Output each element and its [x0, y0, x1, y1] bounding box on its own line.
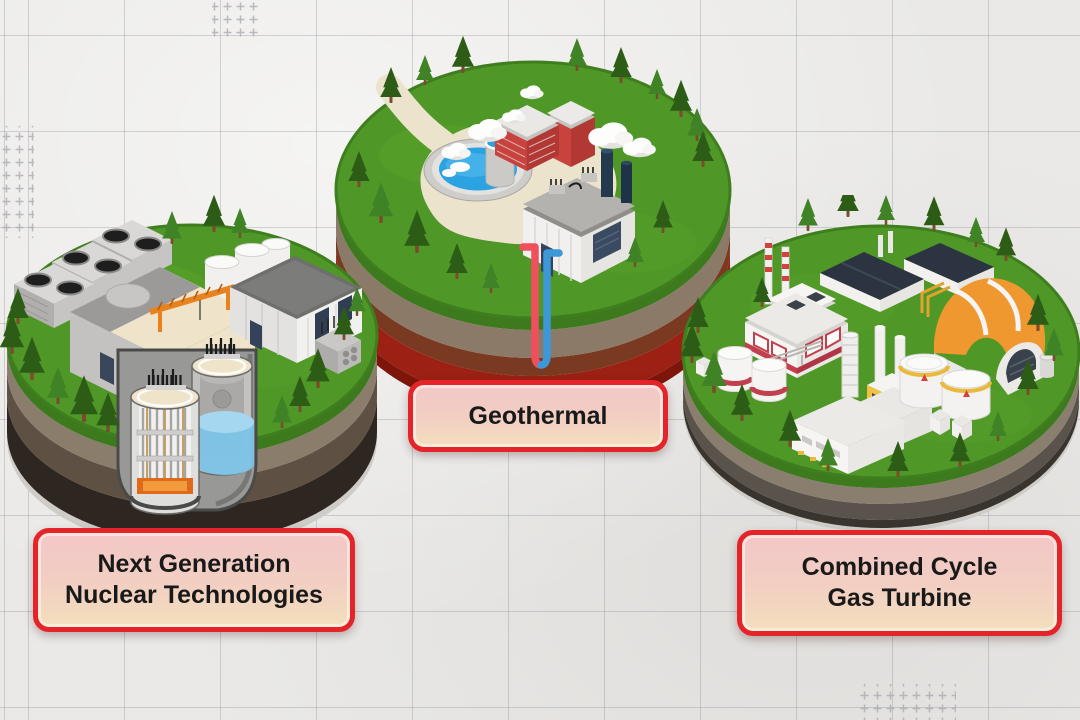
gas-turbine-island-illustration — [672, 195, 1080, 540]
geo-soil-layers — [336, 190, 730, 415]
cooling-units — [14, 220, 172, 328]
gas-label-line2: Gas Turbine — [827, 584, 972, 612]
gas-label-line1: Combined Cycle — [801, 553, 998, 581]
geo-chimneys — [601, 148, 632, 203]
reactor-vessel-containment — [191, 338, 254, 476]
geothermal-label-line1: Geothermal — [468, 401, 608, 430]
brick-building — [495, 101, 595, 171]
geothermal-plant-building — [523, 167, 635, 283]
fuel-tanks — [898, 353, 992, 421]
nuclear-label-badge: Next Generation Nuclear Technologies — [33, 528, 355, 632]
nuclear-label-line1: Next Generation — [97, 550, 291, 578]
turbine-building — [230, 256, 362, 363]
striped-chimneys — [764, 237, 790, 312]
nuclear-label-line2: Nuclear Technologies — [65, 581, 323, 609]
condensate-tanks — [696, 346, 972, 441]
geothermal-pipes — [519, 243, 563, 369]
gas-label-badge: Combined Cycle Gas Turbine — [737, 530, 1062, 636]
nuclear-soil-layers — [7, 335, 377, 549]
geothermal-label-badge: Geothermal — [408, 380, 668, 452]
nuclear-island-illustration — [0, 192, 390, 552]
turbine-hall-hangar — [933, 278, 1055, 395]
reactor-vessel-core — [129, 369, 201, 515]
geothermal-island-illustration — [325, 35, 735, 455]
